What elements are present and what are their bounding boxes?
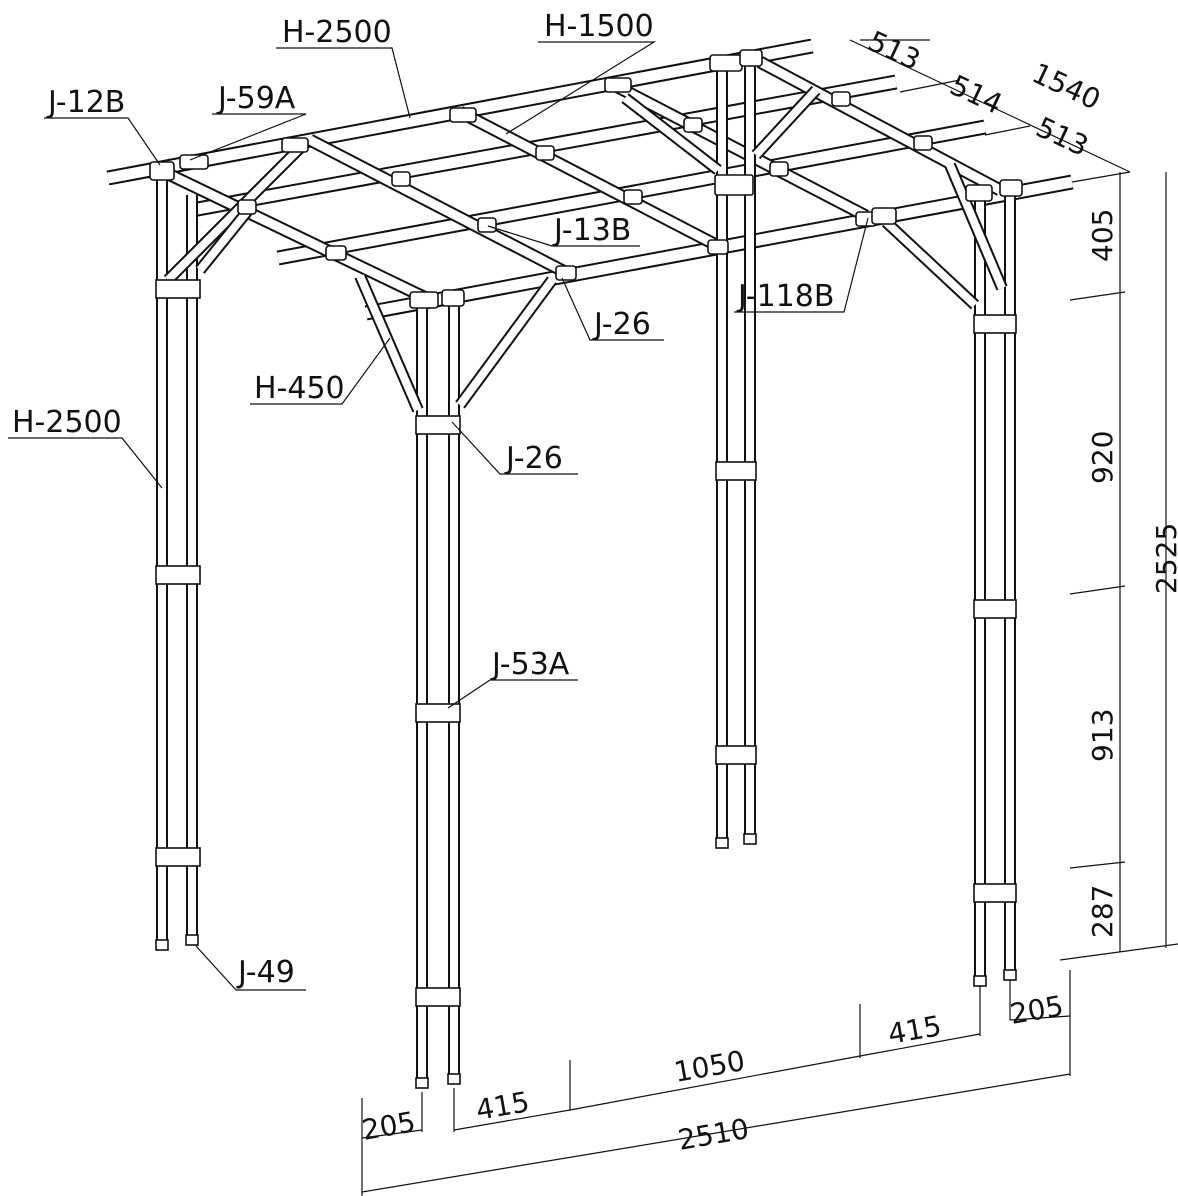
dim-base-offset-right: 205 <box>1007 989 1065 1031</box>
mid-joint <box>155 847 201 867</box>
post-joint <box>415 415 461 435</box>
foot-cap <box>447 1073 461 1085</box>
post-joint <box>155 279 201 299</box>
foot-cap <box>1003 969 1017 981</box>
brace-joint <box>555 265 577 281</box>
top-joint <box>604 77 632 93</box>
post-clamps <box>155 279 1017 1007</box>
part-callouts: H-2500 H-1500 J-12B J-59A J-13B J-118B J… <box>8 9 869 991</box>
cross-joint <box>391 171 411 187</box>
dim-base-span-1: 415 <box>473 1085 531 1127</box>
dim-base-span-2: 1050 <box>671 1044 747 1089</box>
corner-joint <box>409 291 439 309</box>
dim-depth-3: 513 <box>1031 110 1093 162</box>
dim-depth-total: 1540 <box>1027 56 1106 116</box>
dim-depth-1: 513 <box>863 24 925 76</box>
dim-height-3: 913 <box>1086 709 1119 762</box>
top-joints <box>149 49 1023 309</box>
callout-top-rail: H-2500 <box>282 15 392 50</box>
cross-joint <box>325 245 347 261</box>
mid-joint <box>155 565 201 585</box>
cross-joint <box>237 199 257 215</box>
corner-joint <box>149 161 175 181</box>
brace-joint <box>871 207 897 225</box>
cross-joint <box>913 135 933 151</box>
top-joint <box>739 49 763 67</box>
cross-joint <box>683 117 703 133</box>
callout-brace-joint-upper: J-26 <box>592 307 651 342</box>
callout-mid-joint: J-53A <box>490 647 570 682</box>
cross-joint <box>707 239 729 255</box>
dim-height-1: 405 <box>1086 209 1119 262</box>
top-joint <box>449 107 477 123</box>
frame-structure <box>106 38 1074 1089</box>
braces <box>163 85 1008 413</box>
cross-joint <box>535 145 555 161</box>
corner-joint <box>999 179 1023 197</box>
foot-cap <box>185 934 199 946</box>
dim-base-span-3: 415 <box>885 1009 943 1051</box>
post-joint <box>973 314 1017 334</box>
callout-brace-joint: J-118B <box>736 279 834 314</box>
callout-cross-rail: H-1500 <box>544 9 654 44</box>
mid-joint <box>415 703 461 723</box>
dim-height-4: 287 <box>1086 885 1119 938</box>
top-joint <box>179 154 209 170</box>
cross-joint <box>623 189 643 205</box>
callout-post-joint: J-26 <box>504 441 563 476</box>
cross-joint <box>769 161 789 177</box>
mid-joint <box>715 461 757 481</box>
callout-corner-joint: J-12B <box>46 85 125 120</box>
dim-depth-2: 514 <box>945 68 1007 120</box>
foot-cap <box>715 837 729 849</box>
cross-joint <box>831 91 851 107</box>
foot-cap <box>743 833 757 845</box>
foot-caps <box>155 833 1017 1089</box>
foot-cap <box>415 1077 429 1089</box>
corner-joint <box>965 184 993 202</box>
mid-joint <box>415 987 461 1007</box>
callout-foot-cap: J-49 <box>236 955 295 990</box>
callout-cross-joint: J-13B <box>552 213 631 248</box>
dim-height-total: 2525 <box>1150 523 1178 594</box>
cross-rails <box>157 56 1004 306</box>
top-joint <box>281 137 309 153</box>
post-joint <box>714 174 754 196</box>
callout-top-joint: J-59A <box>216 81 296 116</box>
mid-joint <box>715 745 757 765</box>
dimension-lines: 513 514 513 1540 405 920 913 287 2525 20… <box>359 24 1178 1196</box>
corner-joint <box>441 289 465 307</box>
callout-post: H-2500 <box>12 405 122 440</box>
top-joint <box>709 54 743 72</box>
mid-joint <box>973 883 1017 903</box>
foot-cap <box>973 975 987 987</box>
foot-cap <box>155 939 169 951</box>
cross-joint <box>477 217 497 233</box>
dim-height-2: 920 <box>1086 431 1119 484</box>
dim-base-offset-left: 205 <box>359 1105 417 1147</box>
mid-joint <box>973 599 1017 619</box>
dim-base-total: 2510 <box>675 1112 751 1157</box>
callout-brace: H-450 <box>254 371 345 406</box>
